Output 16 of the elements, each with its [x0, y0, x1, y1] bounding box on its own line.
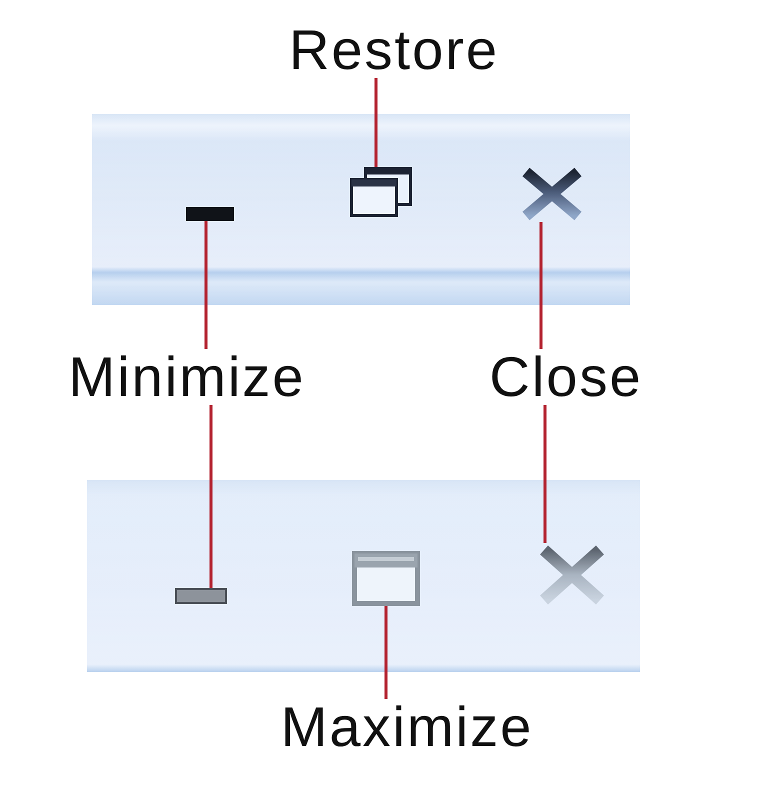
leader-line [210, 405, 212, 588]
restore-icon [350, 167, 412, 217]
close-icon [520, 166, 584, 222]
leader-line [374, 78, 378, 167]
callout-label: Maximize [280, 699, 534, 755]
callout-label: Minimize [68, 349, 306, 405]
maximize-icon [352, 551, 420, 606]
close-icon [537, 543, 607, 607]
callout-label: Restore [288, 22, 500, 78]
minimize-icon [175, 588, 227, 604]
leader-line [384, 606, 388, 699]
leader-line [204, 221, 208, 349]
leader-line [540, 222, 542, 349]
leader-line [544, 405, 546, 543]
minimize-icon [186, 207, 234, 221]
callout-label: Close [489, 349, 643, 405]
